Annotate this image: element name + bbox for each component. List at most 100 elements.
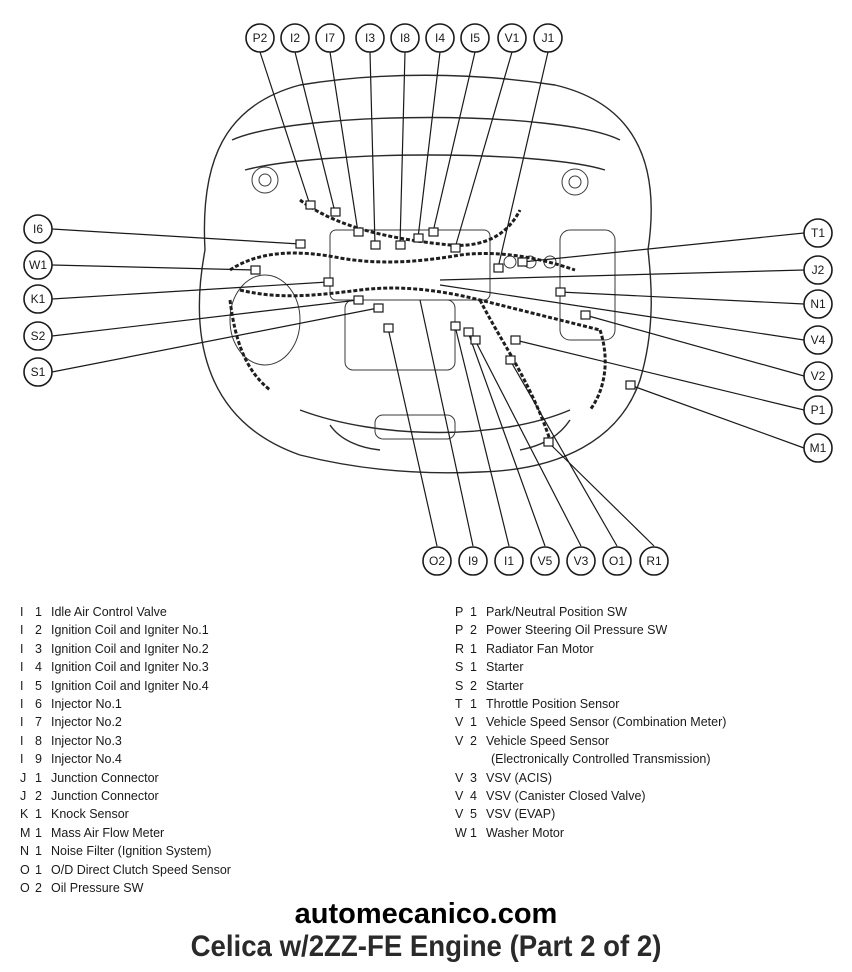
callout-t1[interactable]: T1 bbox=[803, 218, 833, 248]
legend-desc: Injector No.1 bbox=[51, 697, 122, 712]
legend-num: 1 bbox=[35, 605, 42, 619]
callouts-top: P2 I2 I7 I3 I8 I4 I5 V1 J1 bbox=[245, 23, 563, 53]
callout-i4[interactable]: I4 bbox=[425, 23, 455, 53]
callout-v3[interactable]: V3 bbox=[566, 546, 596, 576]
callout-m1[interactable]: M1 bbox=[803, 433, 833, 463]
legend-num: 2 bbox=[35, 623, 42, 638]
callout-k1[interactable]: K1 bbox=[23, 284, 53, 314]
svg-text:V2: V2 bbox=[811, 369, 826, 383]
callout-i7[interactable]: I7 bbox=[315, 23, 345, 53]
legend-num: 1 bbox=[35, 770, 42, 785]
legend-code: V bbox=[455, 733, 464, 748]
svg-text:V3: V3 bbox=[574, 554, 589, 568]
callout-n1[interactable]: N1 bbox=[803, 289, 833, 319]
legend-code: P bbox=[455, 605, 464, 619]
svg-text:M1: M1 bbox=[810, 441, 827, 455]
legend-code: R bbox=[455, 641, 465, 656]
legend-desc: Injector No.3 bbox=[51, 733, 122, 748]
legend-num: 1 bbox=[35, 807, 42, 822]
callout-v4[interactable]: V4 bbox=[803, 325, 833, 355]
svg-text:P1: P1 bbox=[811, 403, 826, 417]
callout-i3[interactable]: I3 bbox=[355, 23, 385, 53]
legend-desc: Injector No.4 bbox=[51, 752, 122, 767]
legend-desc: Radiator Fan Motor bbox=[486, 641, 594, 656]
legend-code: S bbox=[455, 660, 464, 675]
legend-num: 4 bbox=[470, 789, 477, 804]
callout-i8[interactable]: I8 bbox=[390, 23, 420, 53]
legend-num: 1 bbox=[35, 844, 42, 859]
callout-i5[interactable]: I5 bbox=[460, 23, 490, 53]
legend-num: 7 bbox=[35, 715, 42, 730]
legend-desc: Oil Pressure SW bbox=[51, 881, 144, 896]
callout-j1[interactable]: J1 bbox=[533, 23, 563, 53]
wiring-harness bbox=[228, 198, 607, 441]
legend-desc: Park/Neutral Position SW bbox=[486, 605, 628, 619]
svg-text:V4: V4 bbox=[811, 333, 826, 347]
legend-desc: VSV (Canister Closed Valve) bbox=[486, 789, 646, 804]
legend-num: 1 bbox=[470, 697, 477, 712]
legend-num: 9 bbox=[35, 752, 42, 767]
svg-text:N1: N1 bbox=[810, 297, 826, 311]
svg-text:I1: I1 bbox=[504, 554, 514, 568]
legend-desc: Ignition Coil and Igniter No.2 bbox=[51, 641, 209, 656]
legend-code: I bbox=[20, 697, 24, 712]
svg-text:I3: I3 bbox=[365, 31, 375, 45]
legend-desc: O/D Direct Clutch Speed Sensor bbox=[51, 862, 231, 877]
callout-o1[interactable]: O1 bbox=[602, 546, 632, 576]
legend-desc: (Electronically Controlled Transmission) bbox=[491, 752, 711, 767]
callout-w1[interactable]: W1 bbox=[23, 250, 53, 280]
legend-desc: Mass Air Flow Meter bbox=[51, 825, 165, 840]
callout-i2[interactable]: I2 bbox=[280, 23, 310, 53]
callout-i6[interactable]: I6 bbox=[23, 214, 53, 244]
callout-i1[interactable]: I1 bbox=[494, 546, 524, 576]
legend-code: W bbox=[455, 825, 467, 840]
callout-j2[interactable]: J2 bbox=[803, 255, 833, 285]
legend-code: J bbox=[20, 770, 27, 785]
legend-code: T bbox=[455, 697, 463, 712]
legend-desc: Junction Connector bbox=[51, 770, 159, 785]
legend-code: I bbox=[20, 605, 24, 619]
legend-code: V bbox=[455, 715, 464, 730]
legend-desc: Starter bbox=[486, 660, 524, 675]
legend-code: P bbox=[455, 623, 464, 638]
callout-o2[interactable]: O2 bbox=[422, 546, 452, 576]
callout-v2[interactable]: V2 bbox=[803, 361, 833, 391]
legend-desc: Knock Sensor bbox=[51, 807, 129, 822]
legend-desc: VSV (EVAP) bbox=[486, 807, 556, 822]
legend-num: 5 bbox=[470, 807, 477, 822]
legend-desc: Injector No.2 bbox=[51, 715, 122, 730]
callout-i9[interactable]: I9 bbox=[458, 546, 488, 576]
legend-code: I bbox=[20, 641, 24, 656]
legend-row-continuation: (Electronically Controlled Transmission) bbox=[455, 750, 845, 768]
legend-desc: Ignition Coil and Igniter No.4 bbox=[51, 678, 209, 693]
callout-p2[interactable]: P2 bbox=[245, 23, 275, 53]
legend-desc: Vehicle Speed Sensor (Combination Meter) bbox=[486, 715, 727, 730]
callout-s2[interactable]: S2 bbox=[23, 321, 53, 351]
legend-num: 1 bbox=[470, 641, 477, 656]
callout-r1[interactable]: R1 bbox=[639, 546, 669, 576]
legend-code: N bbox=[20, 844, 30, 859]
legend-num: 3 bbox=[35, 641, 42, 656]
callout-p1[interactable]: P1 bbox=[803, 395, 833, 425]
callout-s1[interactable]: S1 bbox=[23, 357, 53, 387]
callout-v5[interactable]: V5 bbox=[530, 546, 560, 576]
svg-text:I5: I5 bbox=[470, 31, 480, 45]
legend-code: K bbox=[20, 807, 29, 822]
svg-text:J1: J1 bbox=[542, 31, 555, 45]
callout-v1[interactable]: V1 bbox=[497, 23, 527, 53]
